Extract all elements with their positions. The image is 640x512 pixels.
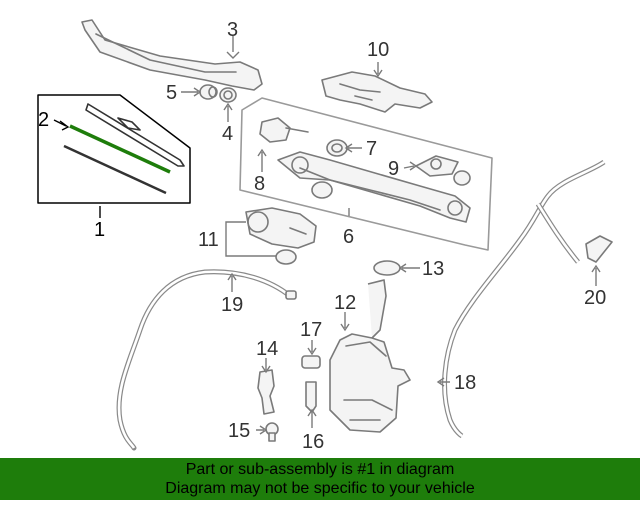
- callout-15: 15: [228, 420, 250, 442]
- callout-4: 4: [222, 123, 233, 145]
- callout-17: 17: [300, 319, 322, 341]
- callout-9: 9: [388, 158, 399, 180]
- callout-16: 16: [302, 431, 324, 453]
- wiper-arm-part-3[interactable]: [81, 19, 263, 91]
- callout-2: 2: [38, 109, 49, 131]
- nut-part-4[interactable]: [219, 87, 237, 103]
- callout-19: 19: [221, 294, 243, 316]
- washer-hose-part-19[interactable]: [116, 269, 297, 451]
- nozzle-part-16[interactable]: [305, 381, 317, 413]
- wiper-blade-part-1[interactable]: [63, 103, 185, 195]
- seal-part-17[interactable]: [301, 355, 321, 369]
- bushing-part-6b[interactable]: [311, 181, 333, 199]
- callout-13: 13: [422, 258, 444, 280]
- callout-7: 7: [366, 138, 377, 160]
- grommet-part-7[interactable]: [326, 139, 348, 157]
- washer-pump-part-14[interactable]: [257, 369, 275, 415]
- callout-5: 5: [166, 82, 177, 104]
- wiper-linkage-part-6[interactable]: [277, 151, 471, 223]
- notice-line-1: Part or sub-assembly is #1 in diagram: [185, 461, 455, 478]
- callout-8: 8: [254, 173, 265, 195]
- callout-1: 1: [94, 219, 105, 241]
- callout-18: 18: [454, 372, 476, 394]
- callout-10: 10: [367, 39, 389, 61]
- callout-3: 3: [227, 19, 238, 41]
- pivot-part-9[interactable]: [415, 155, 471, 186]
- washer-reservoir-part-12[interactable]: [329, 279, 411, 433]
- callout-12: 12: [334, 292, 356, 314]
- screw-part-15[interactable]: [265, 422, 279, 442]
- linkage-part-8[interactable]: [259, 117, 309, 143]
- callout-14: 14: [256, 338, 278, 360]
- callout-20: 20: [584, 287, 606, 309]
- callout-6: 6: [343, 226, 354, 248]
- cowl-part-10[interactable]: [321, 71, 433, 113]
- wiper-blade-assembly-box: [37, 94, 191, 204]
- callout-labels: 1 2 3 4 5 6 7 8 9 10 11 12 13 14 15 16 1…: [38, 19, 606, 453]
- linkage-panel-6: [239, 97, 493, 251]
- cap-part-5[interactable]: [199, 84, 218, 100]
- wiper-motor-part-11[interactable]: [245, 207, 317, 265]
- washer-hose-part-18[interactable]: [442, 159, 606, 439]
- diagram-notice-banner: Part or sub-assembly is #1 in diagram Di…: [0, 458, 640, 500]
- notice-line-2: Diagram may not be specific to your vehi…: [165, 480, 475, 497]
- leader-lines: [53, 36, 601, 435]
- connector-part-20[interactable]: [585, 235, 613, 263]
- cap-part-13[interactable]: [373, 260, 401, 276]
- callout-11: 11: [198, 229, 219, 251]
